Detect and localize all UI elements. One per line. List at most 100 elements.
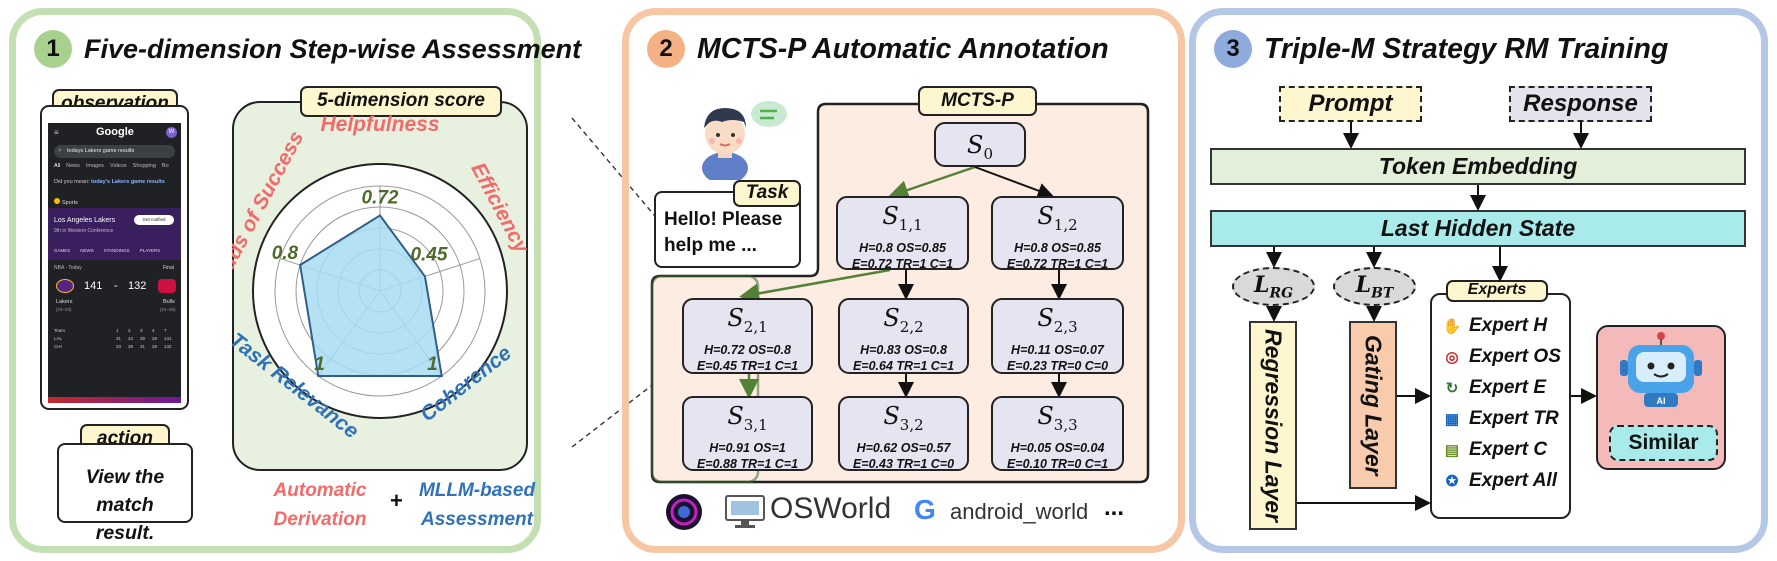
plus-sign: +	[390, 488, 403, 513]
score-dash: -	[114, 280, 118, 292]
table-row: CHI 33 39 31 29 132	[54, 344, 176, 349]
box-header-q4: 4	[152, 328, 155, 333]
cell: 42	[128, 336, 134, 341]
bottom-color-strip	[48, 397, 181, 403]
node-metrics-line-1: H=0.05 OS=0.04	[1010, 440, 1105, 455]
node-metrics-line-2: E=0.88 TR=1 C=1	[696, 456, 799, 471]
cell: 141	[164, 336, 172, 341]
node-state-label: S1,2	[993, 201, 1122, 240]
tab-all[interactable]: All	[54, 163, 61, 169]
tab-books[interactable]: Bo	[161, 163, 169, 169]
android-world-label: android_world	[950, 499, 1089, 524]
expert-e: ↻ Expert E	[1441, 372, 1569, 403]
box-score-header: Team 1 2 3 4 T	[54, 328, 176, 333]
node-state-index: 1,1	[898, 215, 923, 234]
panel1-title-text: Five-dimension Step-wise Assessment	[84, 33, 582, 64]
mllm-assessment-label: MLLM-based Assessment	[418, 480, 536, 530]
sports-chip: Sports	[54, 198, 78, 206]
bulls-logo-icon	[158, 279, 176, 293]
panel1-title: 1 Five-dimension Step-wise Assessment	[34, 30, 581, 68]
l-rg-symbol: L	[1253, 272, 1270, 298]
league-label: NBA · Today	[54, 265, 82, 271]
final-label: Final	[163, 265, 174, 271]
subtab-news[interactable]: NEWS	[80, 248, 94, 253]
box-header-q1: 1	[116, 328, 119, 333]
node-metrics-line-1: H=0.83 OS=0.8	[860, 342, 947, 357]
tab-shopping[interactable]: Shopping	[132, 163, 156, 169]
efficiency-cycle-icon: ↻	[1445, 379, 1459, 397]
expert-c: ▤Expert C	[1441, 434, 1569, 465]
search-query-text: todays Lakers game results	[67, 148, 135, 154]
task-text: Hello! Please help me ...	[664, 209, 783, 256]
prompt-box: Prompt	[1279, 86, 1422, 122]
result-tabs: All News Images Videos Shopping Bo	[54, 163, 179, 169]
node-metrics-line-1: H=0.91 OS=1	[709, 440, 786, 455]
radar-value-label: 0.8	[272, 243, 299, 264]
l-bt-subscript: BT	[1371, 285, 1394, 302]
node-metrics-line-2: E=0.72 TR=1 C=1	[851, 256, 954, 271]
node-state-letter: S	[883, 304, 900, 332]
five-dimension-score-tag: 5-dimension score	[300, 86, 502, 117]
node-metrics-line-1: H=0.62 OS=0.57	[856, 440, 951, 455]
node-state-index: 2,3	[1053, 317, 1078, 336]
automatic-derivation-label: Automatic Derivation	[273, 480, 367, 530]
mcts-p-tag: MCTS-P	[918, 86, 1037, 116]
tree-node-s22: S2,2 H=0.83 OS=0.8 E=0.64 TR=1 C=1	[838, 298, 969, 374]
panel3-title: 3 Triple-M Strategy RM Training	[1214, 30, 1668, 68]
box-header-team: Team	[54, 328, 66, 333]
cell: 29	[152, 336, 158, 341]
expert-all-label: Expert All	[1469, 469, 1557, 491]
expert-tr-label: Expert TR	[1469, 407, 1559, 429]
osworld-monitor-icon	[725, 495, 765, 528]
node-state-letter: S	[1037, 402, 1054, 430]
node-state-label: S2,1	[684, 303, 811, 342]
expert-h: ✋ Expert H	[1441, 310, 1569, 341]
subtab-standings[interactable]: STANDINGS	[103, 248, 130, 253]
hand-icon: ✋	[1442, 317, 1462, 335]
edge-root-n12	[974, 166, 1054, 199]
expert-e-label: Expert E	[1469, 376, 1547, 398]
tree-node-s32: S3,2 H=0.62 OS=0.57 E=0.43 TR=1 C=0	[838, 396, 969, 471]
tree-node-s11: S1,1 H=0.8 OS=0.85 E=0.72 TR=1 C=1	[836, 196, 969, 271]
tab-videos[interactable]: Videos	[109, 163, 127, 169]
cell: LAL	[54, 336, 63, 341]
osworld-label: OSWorld	[770, 492, 892, 525]
tab-news[interactable]: News	[66, 163, 80, 169]
menu-icon[interactable]: ≡	[54, 128, 59, 137]
did-you-mean-link[interactable]: today's Lakers game results	[91, 179, 165, 185]
panel2-title: 2 MCTS-P Automatic Annotation	[647, 30, 1109, 68]
expert-c-label: Expert C	[1469, 438, 1548, 460]
subtab-games[interactable]: GAMES	[54, 248, 71, 253]
box-header-q3: 3	[140, 328, 143, 333]
tab-images[interactable]: Images	[85, 163, 104, 169]
node-metrics-line-2: E=0.64 TR=1 C=1	[852, 358, 955, 373]
avatar[interactable]: W	[166, 127, 177, 138]
l-bt-symbol: L	[1355, 272, 1372, 298]
home-team-name: Lakers	[56, 299, 73, 305]
sports-label: Sports	[62, 200, 78, 206]
google-g-icon: G	[914, 494, 936, 525]
radar-value-label: 0.45	[410, 244, 447, 265]
google-logo: Google	[96, 126, 134, 138]
node-metrics-line-2: E=0.23 TR=0 C=0	[1006, 358, 1109, 373]
cell: 33	[116, 344, 122, 349]
node-state-index: 1,2	[1053, 215, 1078, 234]
home-team-record: (23–23)	[56, 307, 72, 312]
subtab-players[interactable]: PLAYERS	[139, 248, 161, 253]
lakers-logo-icon	[56, 279, 74, 293]
ai-label: AI	[1657, 396, 1666, 406]
node-state-index: 3,2	[899, 415, 924, 434]
get-notified-label: Get notified	[142, 217, 166, 222]
expert-h-label: Expert H	[1469, 314, 1548, 336]
node-metrics-line-2: E=0.72 TR=1 C=1	[1006, 256, 1109, 271]
action-box: View the match result.	[57, 443, 193, 544]
cell: 39	[140, 336, 146, 341]
node-state-label: S1,1	[838, 201, 967, 240]
node-metrics-line-2: E=0.43 TR=1 C=0	[852, 456, 955, 471]
phone-screen: ≡ Google W ⌕ todays Lakers game results …	[48, 123, 181, 403]
search-bar[interactable]: ⌕ todays Lakers game results	[54, 145, 175, 158]
get-notified-button[interactable]: Get notified	[134, 215, 174, 225]
environment-logos: OSWorld G android_world ...	[662, 490, 1142, 534]
